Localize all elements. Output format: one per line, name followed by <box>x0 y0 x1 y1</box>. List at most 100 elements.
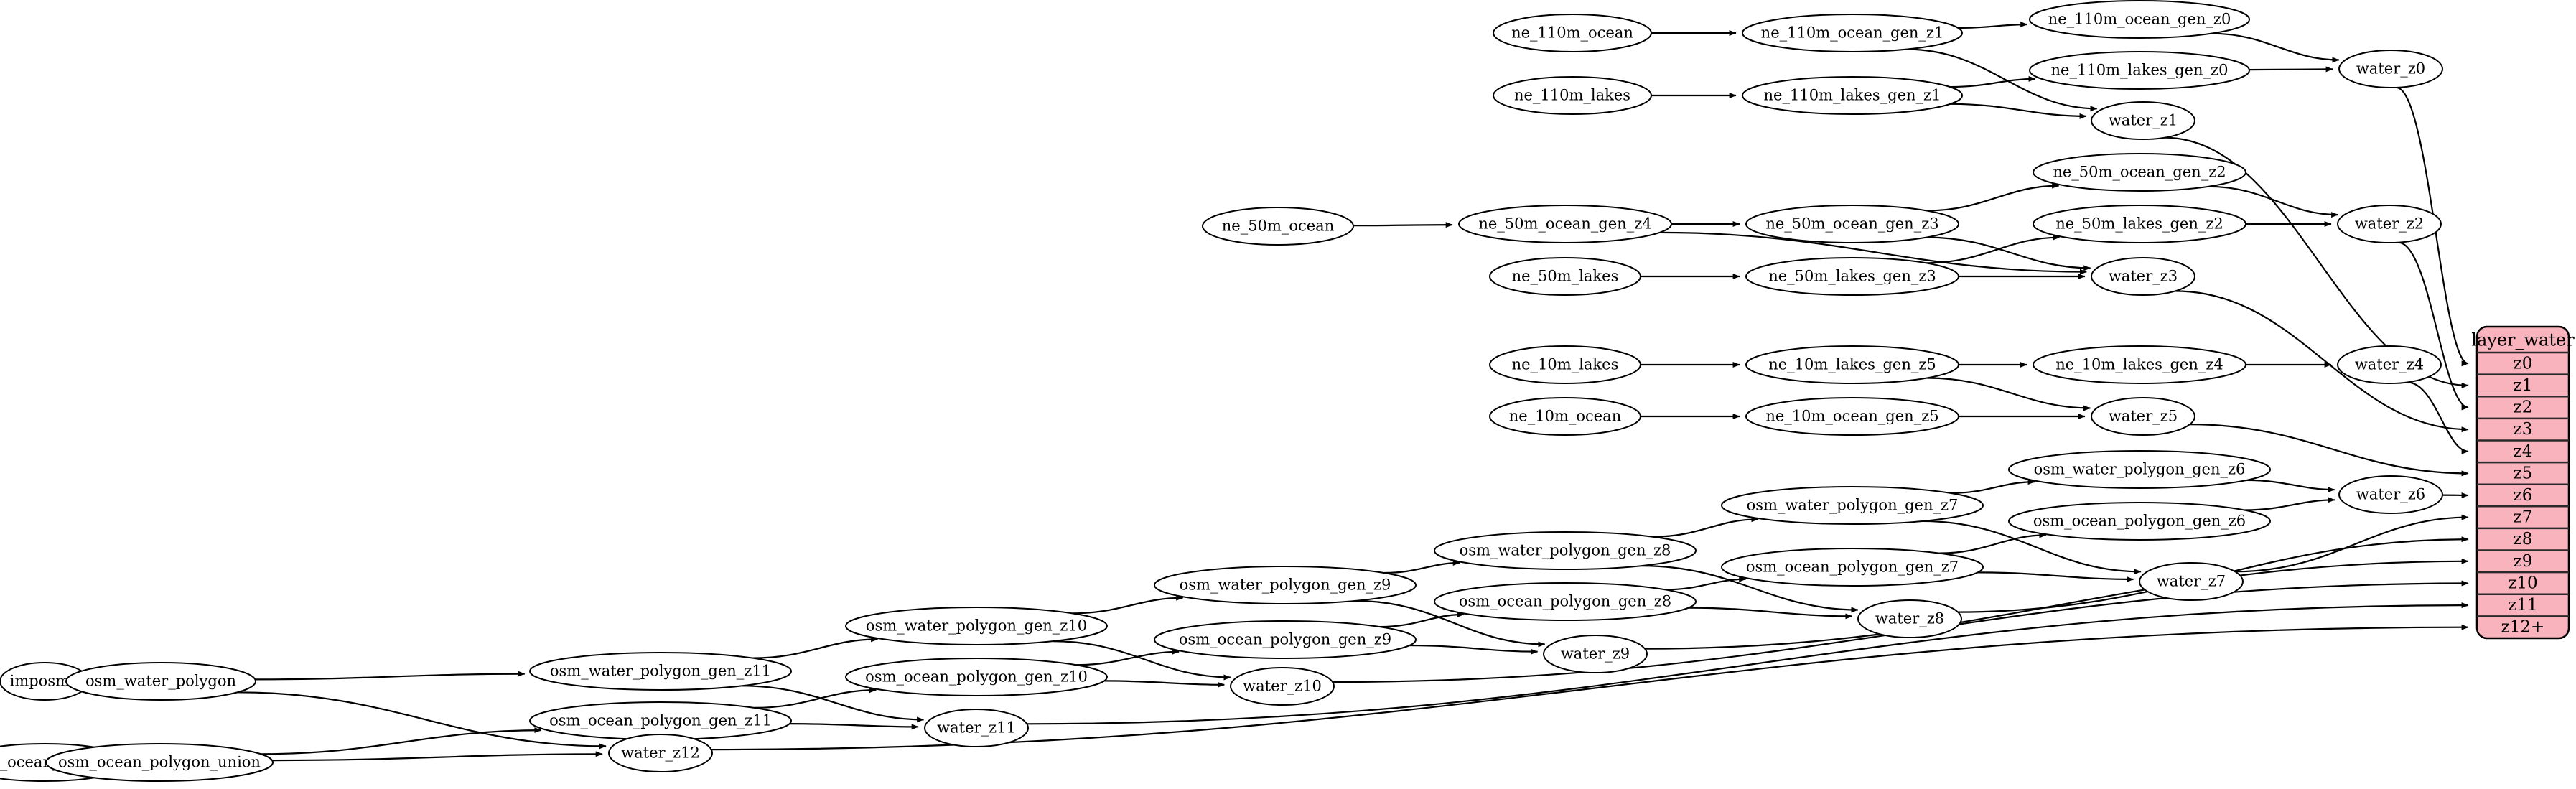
node-osm_ocean_polygon_gen_z11[interactable]: osm_ocean_polygon_gen_z11 <box>529 701 792 740</box>
node-water_z12[interactable]: water_z12 <box>608 734 713 772</box>
node-label: osm_ocean_polygon_gen_z6 <box>2033 513 2246 530</box>
node-ellipse <box>1742 76 1963 115</box>
edge-ne_110m_lakes_gen_z1-to-water_z1 <box>1950 103 2087 119</box>
node-water_z3[interactable]: water_z3 <box>2091 257 2195 296</box>
edge-osm_water_polygon_gen_z7-to-water_z7 <box>1922 520 2142 575</box>
edge-osm_ocean_polygon_union-to-osm_ocean_polygon_gen_z11 <box>260 727 542 755</box>
node-ne_110m_lakes_gen_z1[interactable]: ne_110m_lakes_gen_z1 <box>1742 76 1963 115</box>
node-osm_ocean_polygon_union[interactable]: osm_ocean_polygon_union <box>45 743 274 782</box>
node-ellipse <box>2091 397 2195 436</box>
node-osm_water_polygon_gen_z11[interactable]: osm_water_polygon_gen_z11 <box>529 652 792 691</box>
edge-layer <box>32 22 2469 765</box>
node-ellipse <box>1489 257 1641 296</box>
node-ellipse <box>1202 207 1354 246</box>
record-row-z3[interactable]: z3 <box>2514 420 2533 439</box>
node-ne_10m_lakes_gen_z5[interactable]: ne_10m_lakes_gen_z5 <box>1745 345 1959 384</box>
node-ne_50m_ocean[interactable]: ne_50m_ocean <box>1202 207 1354 246</box>
node-water_z10[interactable]: water_z10 <box>1230 667 1335 706</box>
node-ellipse <box>2337 345 2442 384</box>
node-water_z7[interactable]: water_z7 <box>2139 562 2244 601</box>
node-osm_water_polygon_gen_z8[interactable]: osm_water_polygon_gen_z8 <box>1434 531 1697 570</box>
node-label: osm_water_polygon_gen_z8 <box>1460 542 1671 559</box>
node-ne_50m_ocean_gen_z2[interactable]: ne_50m_ocean_gen_z2 <box>2033 153 2246 192</box>
record-row-z2[interactable]: z2 <box>2514 398 2533 417</box>
record-row-z10[interactable]: z10 <box>2508 574 2537 592</box>
node-ne_110m_ocean_gen_z1[interactable]: ne_110m_ocean_gen_z1 <box>1742 14 1963 52</box>
record-node-layer-water[interactable]: layer_waterz0z1z2z3z4z5z6z7z8z9z10z11z12… <box>2471 325 2575 640</box>
node-water_z9[interactable]: water_z9 <box>1543 635 1648 673</box>
node-label: water_z12 <box>621 744 700 762</box>
node-label: ne_110m_lakes <box>1514 87 1630 104</box>
record-row-z9[interactable]: z9 <box>2514 552 2533 571</box>
node-ellipse <box>845 658 1108 696</box>
node-ne_50m_ocean_gen_z4[interactable]: ne_50m_ocean_gen_z4 <box>1458 205 1672 243</box>
node-ne_110m_ocean[interactable]: ne_110m_ocean <box>1493 14 1652 52</box>
node-ne_110m_ocean_gen_z0[interactable]: ne_110m_ocean_gen_z0 <box>2029 0 2250 39</box>
node-ne_10m_ocean_gen_z5[interactable]: ne_10m_ocean_gen_z5 <box>1745 397 1959 436</box>
record-row-z11[interactable]: z11 <box>2508 596 2537 615</box>
edge-water_z7-to-layer_water-z7 <box>2235 514 2469 573</box>
node-label: water_z10 <box>1243 678 1322 695</box>
node-osm_water_polygon[interactable]: osm_water_polygon <box>65 662 256 701</box>
edge-ne_10m_lakes_gen_z5-to-water_z5 <box>1926 377 2091 411</box>
node-water_z6[interactable]: water_z6 <box>2338 475 2443 514</box>
record-row-z7[interactable]: z7 <box>2514 508 2533 527</box>
node-label: ne_110m_ocean <box>1511 24 1633 42</box>
node-water_z11[interactable]: water_z11 <box>924 709 1029 747</box>
node-label: water_z0 <box>2356 60 2425 78</box>
node-ne_50m_ocean_gen_z3[interactable]: ne_50m_ocean_gen_z3 <box>1745 205 1959 243</box>
node-water_z5[interactable]: water_z5 <box>2091 397 2195 436</box>
record-row-z5[interactable]: z5 <box>2514 464 2533 482</box>
node-osm_ocean_polygon_gen_z10[interactable]: osm_ocean_polygon_gen_z10 <box>845 658 1108 696</box>
edge-osm_water_polygon_gen_z9-to-water_z9 <box>1355 599 1546 648</box>
node-osm_ocean_polygon_gen_z8[interactable]: osm_ocean_polygon_gen_z8 <box>1434 582 1697 621</box>
record-row-z12+[interactable]: z12+ <box>2501 618 2545 637</box>
edge-osm_water_polygon_gen_z10-to-water_z10 <box>1053 640 1231 681</box>
record-row-z6[interactable]: z6 <box>2514 486 2533 505</box>
node-label: ne_50m_lakes_gen_z2 <box>2055 215 2223 233</box>
node-ne_50m_lakes[interactable]: ne_50m_lakes <box>1489 257 1641 296</box>
node-ellipse <box>529 652 792 691</box>
node-ellipse <box>1434 582 1697 621</box>
edge-osm_water_polygon-to-osm_water_polygon_gen_z11 <box>255 671 526 681</box>
node-ne_50m_lakes_gen_z3[interactable]: ne_50m_lakes_gen_z3 <box>1745 257 1959 296</box>
record-row-z4[interactable]: z4 <box>2514 442 2533 461</box>
node-water_z1[interactable]: water_z1 <box>2091 101 2195 140</box>
node-osm_water_polygon_gen_z10[interactable]: osm_water_polygon_gen_z10 <box>845 607 1108 645</box>
node-ne_110m_lakes[interactable]: ne_110m_lakes <box>1493 76 1652 115</box>
node-water_z8[interactable]: water_z8 <box>1857 599 1962 638</box>
node-osm_water_polygon_gen_z7[interactable]: osm_water_polygon_gen_z7 <box>1721 486 1984 525</box>
node-ellipse <box>2033 153 2246 192</box>
node-ellipse <box>1745 205 1959 243</box>
node-label: osm_ocean_polygon_gen_z11 <box>549 712 772 729</box>
node-water_z2[interactable]: water_z2 <box>2337 205 2442 243</box>
node-label: water_z4 <box>2355 356 2424 373</box>
node-ellipse <box>1721 486 1984 525</box>
node-label: ne_10m_lakes <box>1512 356 1619 373</box>
edge-water_z11-to-layer_water-z11 <box>1027 602 2469 725</box>
edge-osm_ocean_polygon_gen_z10-to-water_z10 <box>1103 680 1225 688</box>
node-ne_10m_lakes[interactable]: ne_10m_lakes <box>1489 345 1641 384</box>
record-row-z1[interactable]: z1 <box>2514 376 2533 395</box>
node-osm_ocean_polygon_gen_z9[interactable]: osm_ocean_polygon_gen_z9 <box>1154 620 1417 659</box>
node-water_z4[interactable]: water_z4 <box>2337 345 2442 384</box>
node-label: ne_110m_lakes_gen_z1 <box>1764 87 1941 104</box>
node-osm_water_polygon_gen_z6[interactable]: osm_water_polygon_gen_z6 <box>2008 450 2271 489</box>
node-osm_ocean_polygon_gen_z7[interactable]: osm_ocean_polygon_gen_z7 <box>1721 548 1984 587</box>
node-ne_10m_ocean[interactable]: ne_10m_ocean <box>1489 397 1641 436</box>
node-label: osm_water_polygon_gen_z10 <box>866 617 1087 635</box>
node-osm_ocean_polygon_gen_z6[interactable]: osm_ocean_polygon_gen_z6 <box>2008 502 2271 541</box>
record-row-z0[interactable]: z0 <box>2514 354 2533 373</box>
edge-water_z5-to-layer_water-z5 <box>2190 424 2469 477</box>
node-label: water_z9 <box>1561 645 1630 663</box>
node-ne_10m_lakes_gen_z4[interactable]: ne_10m_lakes_gen_z4 <box>2033 345 2246 384</box>
edge-osm_ocean_polygon_gen_z9-to-osm_ocean_polygon_gen_z8 <box>1379 611 1465 628</box>
node-ne_110m_lakes_gen_z0[interactable]: ne_110m_lakes_gen_z0 <box>2029 51 2250 90</box>
node-ne_50m_lakes_gen_z2[interactable]: ne_50m_lakes_gen_z2 <box>2033 205 2246 243</box>
node-osm_water_polygon_gen_z9[interactable]: osm_water_polygon_gen_z9 <box>1154 566 1417 604</box>
edge-ne_50m_ocean_gen_z4-to-water_z3 <box>1659 231 2087 275</box>
node-ellipse <box>1434 531 1697 570</box>
node-ellipse <box>1493 14 1652 52</box>
node-water_z0[interactable]: water_z0 <box>2338 50 2443 88</box>
record-row-z8[interactable]: z8 <box>2514 530 2533 548</box>
